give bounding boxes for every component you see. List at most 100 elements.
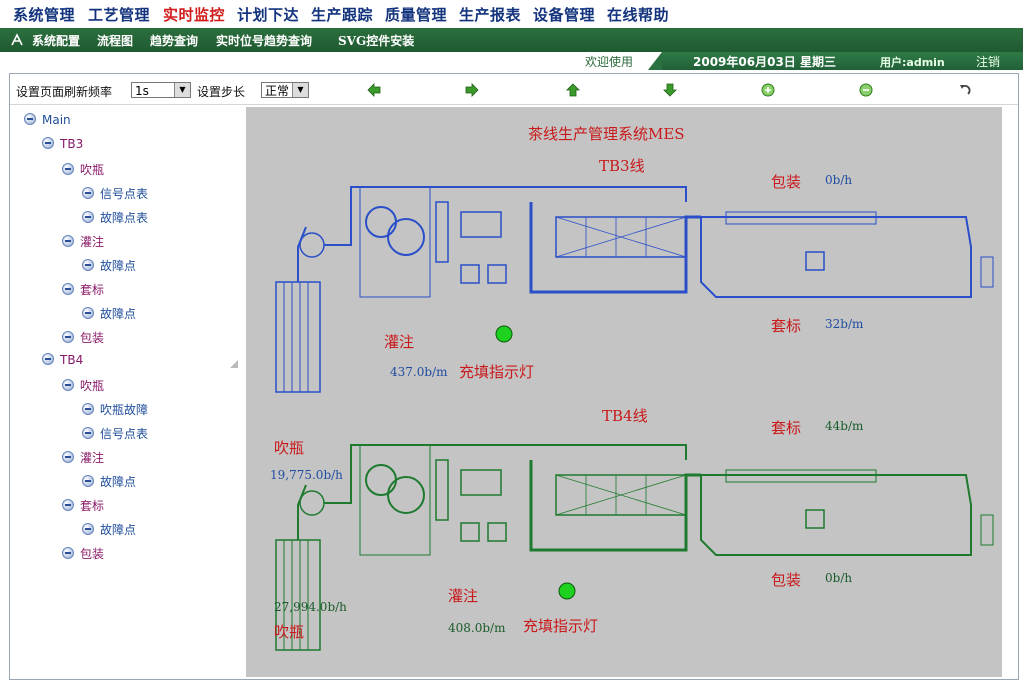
menu-help[interactable]: 在线帮助 — [607, 6, 670, 24]
folder-collapse-icon — [62, 499, 74, 511]
submenu-system-config[interactable]: 系统配置 — [32, 34, 81, 48]
tb3-line-drawing — [529, 202, 701, 294]
tree-node[interactable]: 灌注 — [62, 449, 104, 467]
tree-node-label: 故障点 — [100, 475, 137, 489]
tb4-packing-label: 包装 — [771, 571, 802, 589]
tb3-line-drawing — [555, 216, 687, 258]
tree-node-label: 故障点 — [100, 259, 137, 273]
tb3-indicator-light — [495, 325, 513, 343]
tree-node-label: 吹瓶 — [80, 163, 105, 177]
tree-node[interactable]: 故障点表 — [82, 209, 148, 227]
folder-collapse-icon — [62, 235, 74, 247]
tb4-blowing-label: 吹瓶 — [274, 623, 305, 641]
tree-node[interactable]: 故障点 — [82, 473, 136, 491]
tb4-labeling-value: 44b/m — [825, 419, 864, 433]
tree-node[interactable]: 吹瓶 — [62, 161, 104, 179]
process-canvas[interactable]: 茶线生产管理系统MES TB3线 包装 0b/h 套标 32b/m 灌注 437… — [246, 107, 1002, 677]
tb4-labeling-label: 套标 — [771, 419, 802, 437]
zoom-out-icon[interactable] — [859, 83, 873, 97]
arrow-right-icon[interactable] — [465, 83, 479, 97]
submenu-tag-trend-query[interactable]: 实时位号趋势查询 — [216, 34, 313, 48]
tree-node-label: 包装 — [80, 547, 105, 561]
tb4-indicator-light — [558, 582, 576, 600]
tree-node[interactable]: 故障点 — [82, 305, 136, 323]
node-icon — [82, 187, 94, 199]
menu-tracking[interactable]: 生产跟踪 — [311, 6, 374, 24]
tree-node[interactable]: 套标 — [62, 497, 104, 515]
tree-node-label: 包装 — [80, 331, 105, 345]
tree-node[interactable]: 信号点表 — [82, 185, 148, 203]
tree-node-label: 信号点表 — [100, 187, 149, 201]
menu-report[interactable]: 生产报表 — [459, 6, 522, 24]
tree-node[interactable]: 吹瓶 — [62, 377, 104, 395]
tree-node[interactable]: TB3 — [42, 137, 83, 155]
zoom-in-icon[interactable] — [761, 83, 775, 97]
step-label: 设置步长 — [197, 85, 246, 99]
tree-node-label: TB3 — [60, 137, 84, 151]
chevron-down-icon: ▼ — [174, 83, 190, 97]
tb4-line-drawing — [700, 474, 972, 556]
menu-plan[interactable]: 计划下达 — [237, 6, 300, 24]
menu-system[interactable]: 系统管理 — [13, 6, 76, 24]
submenu-bar: 系统配置 流程图 趋势查询 实时位号趋势查询 SVG控件安装 — [0, 28, 1023, 52]
reset-icon[interactable] — [958, 83, 972, 97]
tree-node[interactable]: Main — [24, 113, 71, 131]
tb3-blowing-label: 吹瓶 — [274, 439, 305, 457]
folder-collapse-icon — [62, 331, 74, 343]
submenu-trend-query[interactable]: 趋势查询 — [150, 34, 199, 48]
logout-link[interactable]: 注销 — [976, 55, 1001, 69]
tree-node[interactable]: 吹瓶故障 — [82, 401, 148, 419]
tree-node[interactable]: 灌注 — [62, 233, 104, 251]
tree-node[interactable]: 信号点表 — [82, 425, 148, 443]
menu-quality[interactable]: 质量管理 — [385, 6, 448, 24]
submenu-flowchart[interactable]: 流程图 — [97, 34, 134, 48]
tb4-line-drawing — [980, 514, 994, 546]
tree-node-label: 信号点表 — [100, 427, 149, 441]
tb4-filling-value: 408.0b/m — [448, 621, 506, 635]
tree-node[interactable]: 套标 — [62, 281, 104, 299]
step-select[interactable]: 正常 ▼ — [261, 82, 309, 98]
folder-collapse-icon — [62, 547, 74, 559]
tb3-filling-label: 灌注 — [384, 333, 415, 351]
tb3-line-drawing — [460, 211, 502, 238]
arrow-up-icon[interactable] — [566, 83, 580, 97]
folder-collapse-icon — [24, 113, 36, 125]
menu-equipment[interactable]: 设备管理 — [533, 6, 596, 24]
tb3-line-drawing — [555, 216, 687, 258]
info-bar: 欢迎使用 2009年06月03日 星期三 用户:admin 注销 — [0, 52, 1023, 70]
tb3-line-drawing — [980, 256, 994, 288]
tree-node[interactable]: 故障点 — [82, 257, 136, 275]
refresh-label: 设置页面刷新频率 — [16, 85, 113, 99]
arrow-down-icon[interactable] — [663, 83, 677, 97]
tree-node-label: 灌注 — [80, 451, 105, 465]
folder-collapse-icon — [42, 137, 54, 149]
folder-collapse-icon — [62, 451, 74, 463]
step-value: 正常 — [265, 84, 290, 98]
folder-collapse-icon — [42, 353, 54, 365]
node-icon — [82, 523, 94, 535]
tree-node[interactable]: 包装 — [62, 545, 104, 563]
process-diagram — [275, 186, 994, 651]
submenu-svg-install[interactable]: SVG控件安装 — [338, 34, 415, 48]
tree-node[interactable]: TB4 — [42, 353, 83, 371]
menu-process[interactable]: 工艺管理 — [88, 6, 151, 24]
arrow-left-icon[interactable] — [367, 83, 381, 97]
refresh-value: 1s — [135, 84, 149, 98]
tree-node-label: 吹瓶故障 — [100, 403, 149, 417]
tb3-line-drawing — [283, 282, 309, 392]
tb3-line-drawing — [297, 226, 307, 282]
tree-node-label: 灌注 — [80, 235, 105, 249]
node-icon — [82, 403, 94, 415]
refresh-select[interactable]: 1s ▼ — [131, 82, 191, 98]
tb3-line-drawing — [359, 186, 431, 298]
tb3-indicator-label: 充填指示灯 — [459, 363, 535, 381]
menu-realtime-monitor[interactable]: 实时监控 — [163, 6, 226, 24]
tree-node[interactable]: 故障点 — [82, 521, 136, 539]
tree-node[interactable]: 包装 — [62, 329, 104, 347]
tb4-line-drawing — [299, 490, 325, 516]
resize-grip-icon[interactable] — [229, 359, 239, 368]
tb3-blowing-value: 19,775.0b/h — [270, 468, 343, 482]
top-menu: 系统管理 工艺管理 实时监控 计划下达 生产跟踪 质量管理 生产报表 设备管理 … — [0, 0, 1023, 28]
